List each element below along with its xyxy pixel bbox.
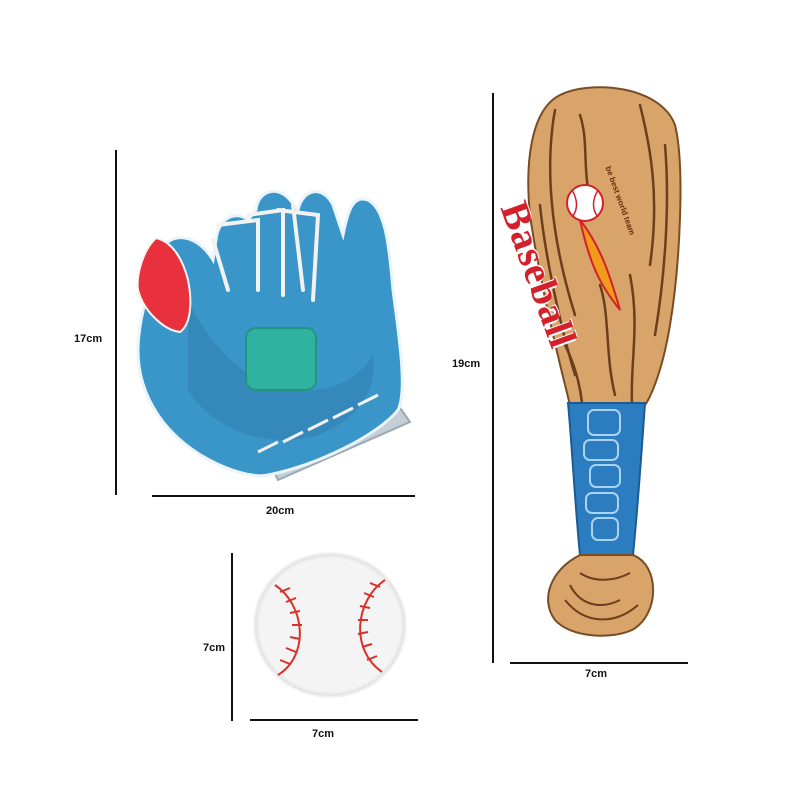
glove-image <box>118 180 418 490</box>
bat-image <box>520 85 690 645</box>
ball-height-line <box>231 553 233 721</box>
ball-width-line <box>250 719 418 721</box>
glove-height-label: 17cm <box>74 333 103 345</box>
glove-width-label: 20cm <box>266 505 295 517</box>
bat-width-line <box>510 662 688 664</box>
glove-height-line <box>115 150 117 495</box>
bat-height-line <box>492 93 494 663</box>
bat-height-label: 19cm <box>452 358 481 370</box>
ball-width-label: 7cm <box>312 728 335 740</box>
ball-height-label: 7cm <box>203 642 226 654</box>
ball-image <box>250 550 410 700</box>
glove-width-line <box>152 495 415 497</box>
bat-width-label: 7cm <box>585 668 608 680</box>
